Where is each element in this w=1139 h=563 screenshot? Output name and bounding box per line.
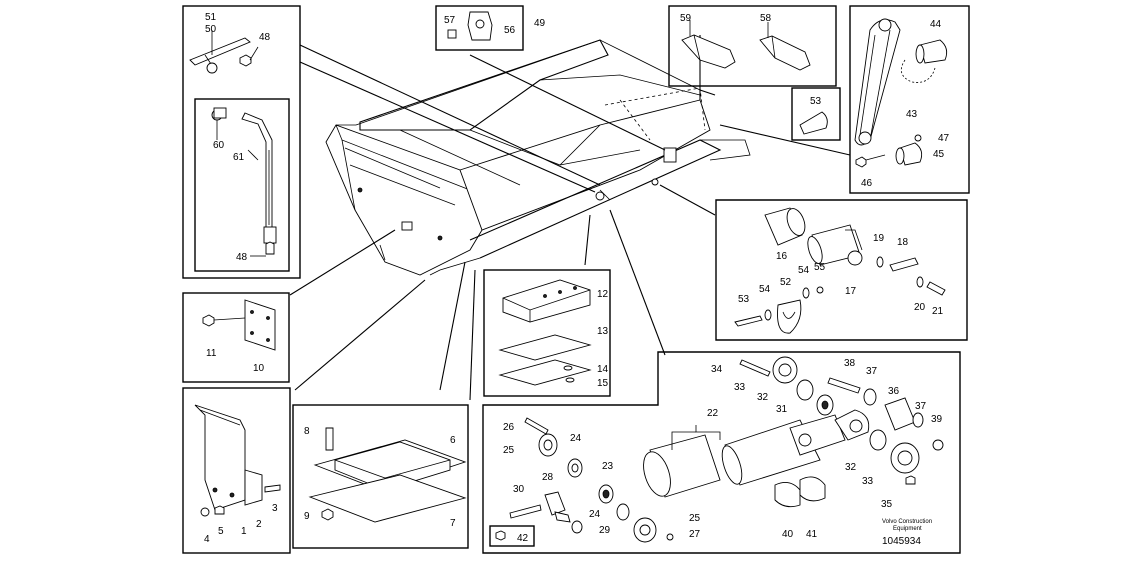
callout-25-right: 25 bbox=[689, 513, 701, 524]
company-line-1: Volvo Construction bbox=[882, 519, 932, 525]
callout-2: 2 bbox=[256, 519, 262, 530]
company-line-2: Equipment bbox=[893, 526, 922, 532]
callout-10: 10 bbox=[253, 363, 265, 374]
callout-59: 59 bbox=[680, 13, 692, 24]
panel-hose-assembly bbox=[182, 5, 301, 279]
dump-body-illustration bbox=[325, 39, 751, 276]
panel-link-assembly bbox=[849, 5, 970, 194]
callout-12: 12 bbox=[597, 289, 609, 300]
callout-18: 18 bbox=[897, 237, 909, 248]
drawing-id: 1045934 bbox=[882, 536, 921, 547]
callout-51: 51 bbox=[205, 12, 217, 23]
callout-29: 29 bbox=[599, 525, 611, 536]
callout-32-upper: 32 bbox=[757, 392, 769, 403]
callout-61: 61 bbox=[233, 152, 245, 163]
callout-33-lower: 33 bbox=[862, 476, 874, 487]
callout-60: 60 bbox=[213, 140, 225, 151]
drawing-footer: Volvo Construction Equipment 1045934 bbox=[882, 519, 932, 547]
callout-44: 44 bbox=[930, 19, 942, 30]
callout-46: 46 bbox=[861, 178, 873, 189]
panel-cone-53 bbox=[791, 87, 841, 141]
callout-3: 3 bbox=[272, 503, 278, 514]
callout-15: 15 bbox=[597, 378, 609, 389]
callout-58: 58 bbox=[760, 13, 772, 24]
callout-23: 23 bbox=[602, 461, 614, 472]
callout-37-upper: 37 bbox=[866, 366, 878, 377]
callout-40: 40 bbox=[782, 529, 794, 540]
callout-48-top: 48 bbox=[259, 32, 271, 43]
callout-45: 45 bbox=[933, 149, 945, 160]
panel-cylinder-assembly bbox=[482, 351, 961, 554]
panel-guard-1-5 bbox=[182, 387, 291, 554]
callout-27: 27 bbox=[689, 529, 701, 540]
callout-36: 36 bbox=[888, 386, 900, 397]
callout-4: 4 bbox=[204, 534, 210, 545]
callout-11: 11 bbox=[206, 348, 217, 359]
callout-22: 22 bbox=[707, 408, 719, 419]
callout-54-upper: 54 bbox=[798, 265, 810, 276]
callout-52: 52 bbox=[780, 277, 792, 288]
callout-55: 55 bbox=[814, 262, 826, 273]
callout-32-lower: 32 bbox=[845, 462, 857, 473]
callout-6: 6 bbox=[450, 435, 456, 446]
callout-13: 13 bbox=[597, 326, 609, 337]
panel-pad-6-9 bbox=[292, 404, 469, 549]
panel-plate-10-11 bbox=[182, 292, 290, 383]
callout-25-left: 25 bbox=[503, 445, 515, 456]
panel-pad-assembly bbox=[483, 269, 611, 397]
callout-24-lower: 24 bbox=[589, 509, 601, 520]
panel-bracket-56-57 bbox=[435, 5, 524, 51]
callout-labels: 51 50 48 60 61 48 57 56 49 59 58 44 53 4… bbox=[204, 12, 950, 545]
callout-42: 42 bbox=[517, 533, 529, 544]
callout-35: 35 bbox=[881, 499, 893, 510]
callout-19: 19 bbox=[873, 233, 885, 244]
callout-21: 21 bbox=[932, 306, 944, 317]
callout-30: 30 bbox=[513, 484, 525, 495]
callout-28: 28 bbox=[542, 472, 554, 483]
callout-53-cone: 53 bbox=[810, 96, 822, 107]
callout-48-bottom: 48 bbox=[236, 252, 248, 263]
callout-57: 57 bbox=[444, 15, 456, 26]
callout-33-upper: 33 bbox=[734, 382, 746, 393]
callout-26: 26 bbox=[503, 422, 515, 433]
callout-17: 17 bbox=[845, 286, 857, 297]
callout-47: 47 bbox=[938, 133, 950, 144]
callout-34: 34 bbox=[711, 364, 723, 375]
callout-5: 5 bbox=[218, 526, 224, 537]
panel-brackets-58-59 bbox=[668, 5, 837, 87]
callout-50: 50 bbox=[205, 24, 217, 35]
callout-38: 38 bbox=[844, 358, 856, 369]
callout-49: 49 bbox=[534, 18, 546, 29]
panel-pivot-assembly bbox=[715, 199, 968, 341]
callout-24-upper: 24 bbox=[570, 433, 582, 444]
callout-1: 1 bbox=[241, 526, 247, 537]
callout-20: 20 bbox=[914, 302, 926, 313]
callout-8: 8 bbox=[304, 426, 310, 437]
callout-53-bolt: 53 bbox=[738, 294, 750, 305]
callout-9: 9 bbox=[304, 511, 310, 522]
callout-54-lower: 54 bbox=[759, 284, 771, 295]
callout-14: 14 bbox=[597, 364, 609, 375]
callout-39: 39 bbox=[931, 414, 943, 425]
callout-56: 56 bbox=[504, 25, 516, 36]
callout-43: 43 bbox=[906, 109, 918, 120]
callout-41: 41 bbox=[806, 529, 818, 540]
callout-31: 31 bbox=[776, 404, 788, 415]
callout-37-lower: 37 bbox=[915, 401, 927, 412]
callout-16: 16 bbox=[776, 251, 788, 262]
callout-7: 7 bbox=[450, 518, 456, 529]
